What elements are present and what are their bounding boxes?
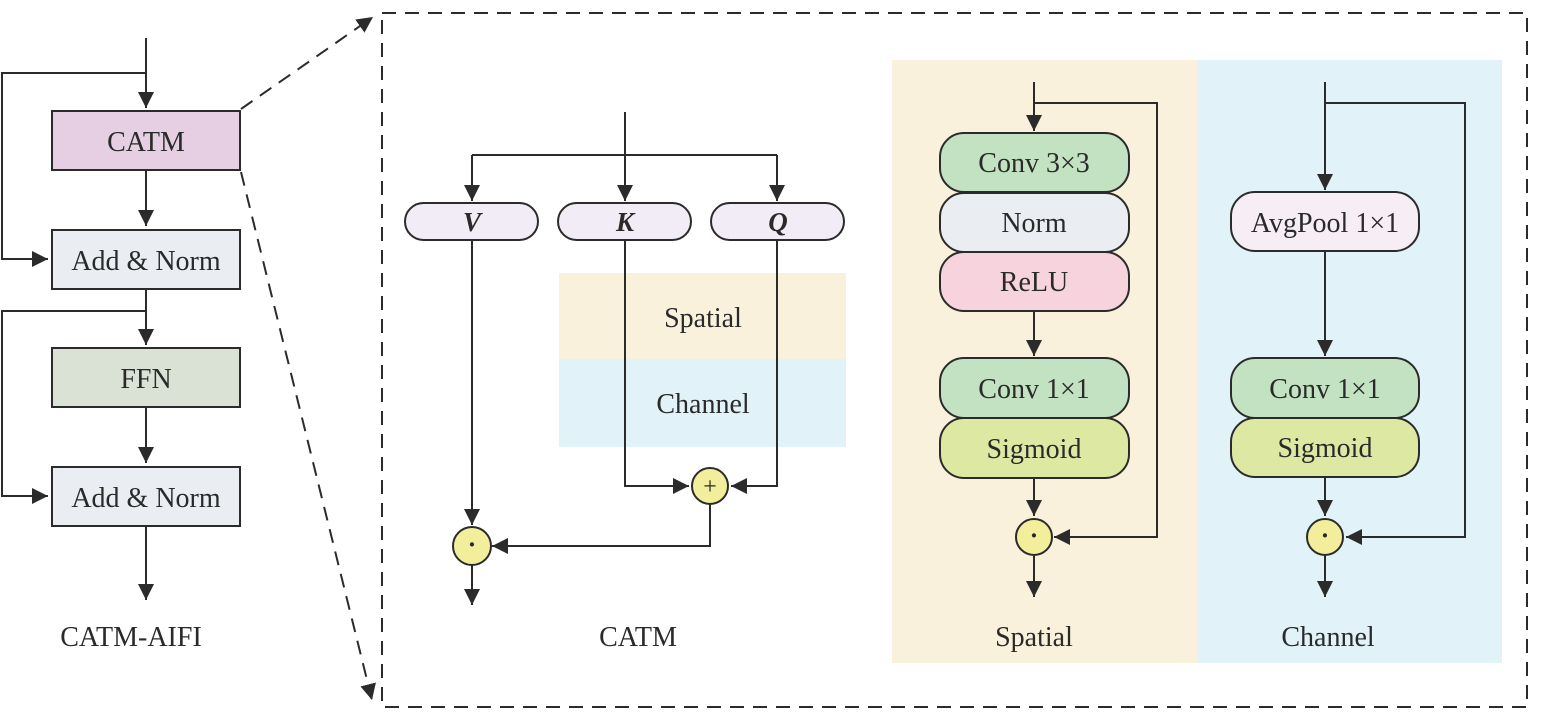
channel-skip-connection bbox=[1325, 102, 1466, 545]
v-label: V bbox=[463, 207, 483, 237]
aifi-title: CATM-AIFI bbox=[60, 622, 202, 653]
channel-panel: AvgPool 1×1 Conv 1×1 Sigmoid · Channel bbox=[1197, 60, 1502, 663]
catm-channel-region bbox=[559, 359, 846, 447]
catm-block bbox=[51, 110, 241, 171]
spatial-multiply-symbol: · bbox=[1030, 521, 1039, 550]
arrow-q-to-add bbox=[731, 240, 778, 494]
channel-sigmoid-label: Sigmoid bbox=[1278, 433, 1373, 464]
zoom-arrow-bottom bbox=[240, 171, 376, 701]
arrow-add-to-mul bbox=[492, 504, 711, 554]
avgpool-label: AvgPool 1×1 bbox=[1251, 208, 1399, 239]
residual-connection-2 bbox=[1, 310, 146, 504]
zoom-arrow-top bbox=[240, 16, 374, 110]
channel-title: Channel bbox=[1281, 622, 1375, 653]
norm-label: Norm bbox=[1001, 208, 1067, 239]
channel-multiply-symbol: · bbox=[1321, 521, 1330, 550]
aifi-panel: CATM Add & Norm FFN Add & Norm CATM-AIFI bbox=[1, 38, 241, 653]
add-norm-block-1 bbox=[51, 229, 241, 290]
spatial-skip-connection bbox=[1034, 102, 1158, 545]
catm-spatial-label: Spatial bbox=[664, 303, 742, 334]
add-norm-block-2 bbox=[51, 466, 241, 527]
arrow-k-to-add bbox=[624, 240, 689, 494]
conv3x3-label: Conv 3×3 bbox=[978, 148, 1089, 179]
spatial-sigmoid-label: Sigmoid bbox=[987, 434, 1082, 465]
add-norm-label-2: Add & Norm bbox=[71, 483, 221, 514]
catm-panel: Spatial Channel V K Q + · CATM bbox=[404, 112, 846, 653]
relu-label: ReLU bbox=[1000, 267, 1068, 298]
catm-title: CATM bbox=[599, 622, 677, 653]
multiply-operator-symbol: · bbox=[468, 530, 477, 559]
add-norm-label-1: Add & Norm bbox=[71, 246, 221, 277]
catm-spatial-region bbox=[559, 273, 846, 359]
residual-connection-1 bbox=[1, 72, 146, 267]
q-label: Q bbox=[768, 207, 788, 237]
catm-channel-label: Channel bbox=[656, 389, 750, 420]
add-operator-symbol: + bbox=[703, 474, 717, 500]
catm-block-label: CATM bbox=[107, 127, 185, 158]
spatial-title: Spatial bbox=[995, 622, 1073, 653]
channel-conv1x1-label: Conv 1×1 bbox=[1269, 374, 1380, 405]
spatial-conv1x1-label: Conv 1×1 bbox=[978, 374, 1089, 405]
k-label: K bbox=[615, 207, 636, 237]
ffn-label: FFN bbox=[120, 364, 171, 395]
spatial-panel: Conv 3×3 Norm ReLU Conv 1×1 Sigmoid · Sp… bbox=[892, 60, 1197, 663]
ffn-block bbox=[51, 347, 241, 408]
